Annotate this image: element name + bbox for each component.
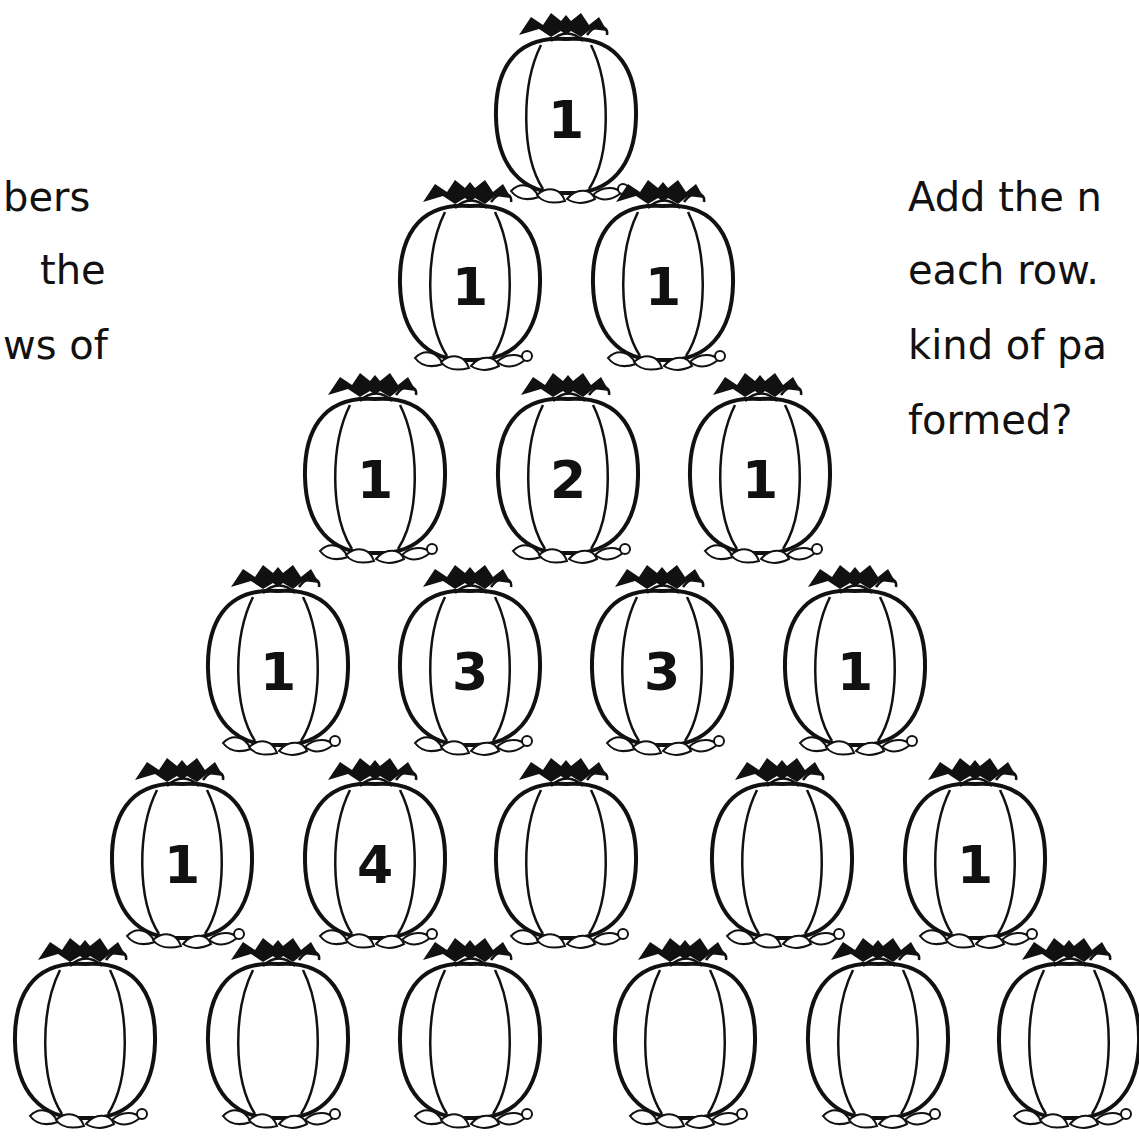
- instruction-text: formed?: [908, 396, 1073, 444]
- pumpkin-node: 3: [587, 557, 737, 757]
- instruction-text: ws of: [3, 321, 108, 369]
- pumpkin-number: 1: [107, 835, 257, 895]
- instruction-text: each row.: [908, 246, 1099, 294]
- instruction-text: kind of pa: [908, 321, 1107, 369]
- pumpkin-number: 1: [780, 642, 930, 702]
- pumpkin-node: 1: [685, 365, 835, 565]
- pumpkin-number: 1: [300, 450, 450, 510]
- pumpkin-number: 1: [395, 257, 545, 317]
- pumpkin-number: 2: [493, 450, 643, 510]
- instruction-text: Add the n: [908, 173, 1102, 221]
- instruction-text: the: [40, 246, 106, 294]
- pumpkin-node: 4: [300, 750, 450, 950]
- pumpkin-number: 1: [588, 257, 738, 317]
- pumpkin-node: 3: [395, 557, 545, 757]
- pumpkin-number: 1: [685, 450, 835, 510]
- pumpkin-node: 1: [900, 750, 1050, 950]
- pumpkin-node: 1: [588, 172, 738, 372]
- pumpkin-node: 2: [493, 365, 643, 565]
- pumpkin-number: 1: [491, 90, 641, 150]
- pumpkin-number: 1: [900, 835, 1050, 895]
- pumpkin-number: 3: [395, 642, 545, 702]
- pumpkin-node: 1: [107, 750, 257, 950]
- pumpkin-number: 4: [300, 835, 450, 895]
- pumpkin-number: 3: [587, 642, 737, 702]
- pumpkin-node: 1: [203, 557, 353, 757]
- pumpkin-node: 1: [395, 172, 545, 372]
- pumpkin-number: 1: [203, 642, 353, 702]
- instruction-text: bers: [3, 173, 90, 221]
- pumpkin-node: 1: [491, 5, 641, 205]
- pumpkin-node: 1: [300, 365, 450, 565]
- pumpkin-node: 1: [780, 557, 930, 757]
